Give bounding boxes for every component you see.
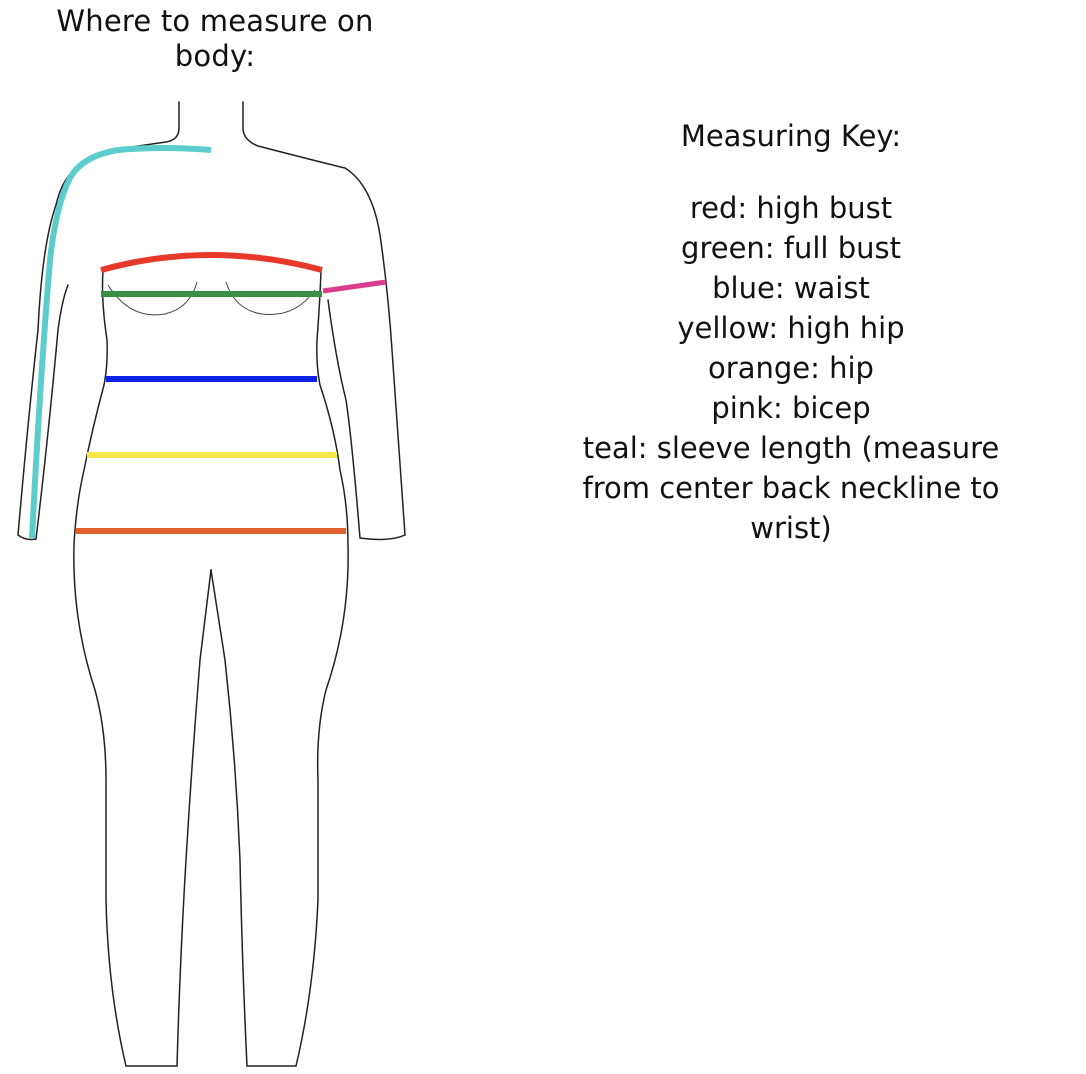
bust-detail (107, 281, 316, 316)
key-item-pink: pink: bicep (711, 391, 871, 425)
measuring-key: Measuring Key: red: high bust green: ful… (560, 116, 1022, 548)
teal-sleeve-length-line (29, 145, 212, 539)
key-item-orange: orange: hip (708, 351, 874, 385)
body-outline (17, 101, 406, 1067)
key-item-green: green: full bust (681, 231, 901, 265)
key-item-teal: teal: sleeve length (measure from center… (582, 431, 1000, 545)
diagram-title: Where to measure on body: (56, 4, 374, 73)
red-high-bust-line (100, 252, 323, 273)
measuring-key-title: Measuring Key: (680, 119, 902, 153)
key-item-blue: blue: waist (712, 271, 870, 305)
key-item-red: red: high bust (689, 191, 893, 225)
pink-bicep-line (322, 279, 387, 294)
key-item-yellow: yellow: high hip (677, 311, 905, 345)
